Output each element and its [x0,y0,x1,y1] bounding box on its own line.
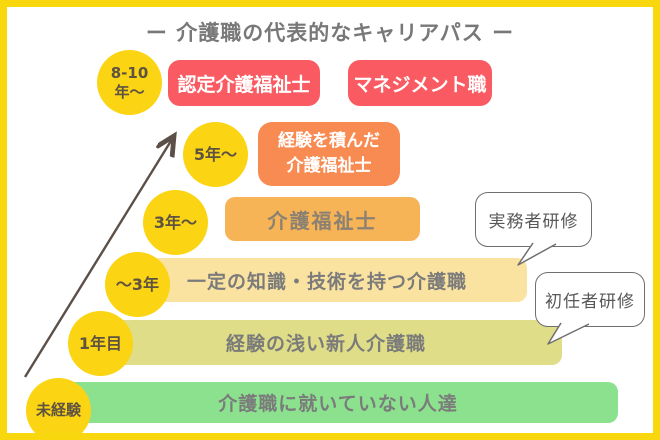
role-pill-label: 介護福祉士 [267,208,378,233]
role-pill-label-line1: 経験を積んだ [278,130,380,151]
stage-circle-under-3-years: 〜3年 [105,252,170,317]
level-bar-new-care-worker: 経験の浅い新人介護職 [90,320,562,365]
role-pill-label: マネジメント職 [353,73,487,96]
level-bar-label: 経験の浅い新人介護職 [225,333,426,355]
callout-label: 実務者研修 [488,212,579,232]
stage-circle-inexperienced: 未経験 [26,378,91,440]
level-bar-not-in-care: 介護職に就いていない人達 [58,382,618,423]
stage-circle-first-year: 1年目 [68,311,133,376]
role-pill-certified-care-worker: 認定介護福祉士 [168,60,320,106]
role-pill-label: 認定介護福祉士 [177,73,311,96]
stage-circle-5-years: 5年〜 [183,122,248,187]
callout-label: 初任者研修 [545,292,635,312]
stage-label: 〜3年 [115,274,160,294]
callout-practical-training: 実務者研修 [475,192,592,247]
page-title: ー 介護職の代表的なキャリアパス ー [145,21,515,45]
role-pill-management: マネジメント職 [348,60,492,106]
level-bar-label: 一定の知識・技術を持つ介護職 [186,270,467,293]
level-bar-label: 介護職に就いていない人達 [218,393,458,415]
stage-label-line1: 8-10 [110,63,149,82]
stage-circle-8-10-years: 8-10 年〜 [97,50,162,115]
stage-label: 5年〜 [193,144,238,164]
level-bar-knowledge-care-worker: 一定の知識・技術を持つ介護職 [127,258,527,302]
role-pill-label-line2: 介護福祉士 [286,156,372,176]
callout-beginner-training: 初任者研修 [535,272,645,327]
role-pill-care-worker: 介護福祉士 [225,197,420,241]
role-pill-experienced-care-worker: 経験を積んだ 介護福祉士 [258,122,400,186]
stage-label: 3年〜 [153,212,198,232]
stage-label: 未経験 [35,401,81,420]
stage-label-line2: 年〜 [114,82,145,101]
stage-circle-3-years: 3年〜 [143,190,208,255]
stage-label: 1年目 [78,333,123,353]
